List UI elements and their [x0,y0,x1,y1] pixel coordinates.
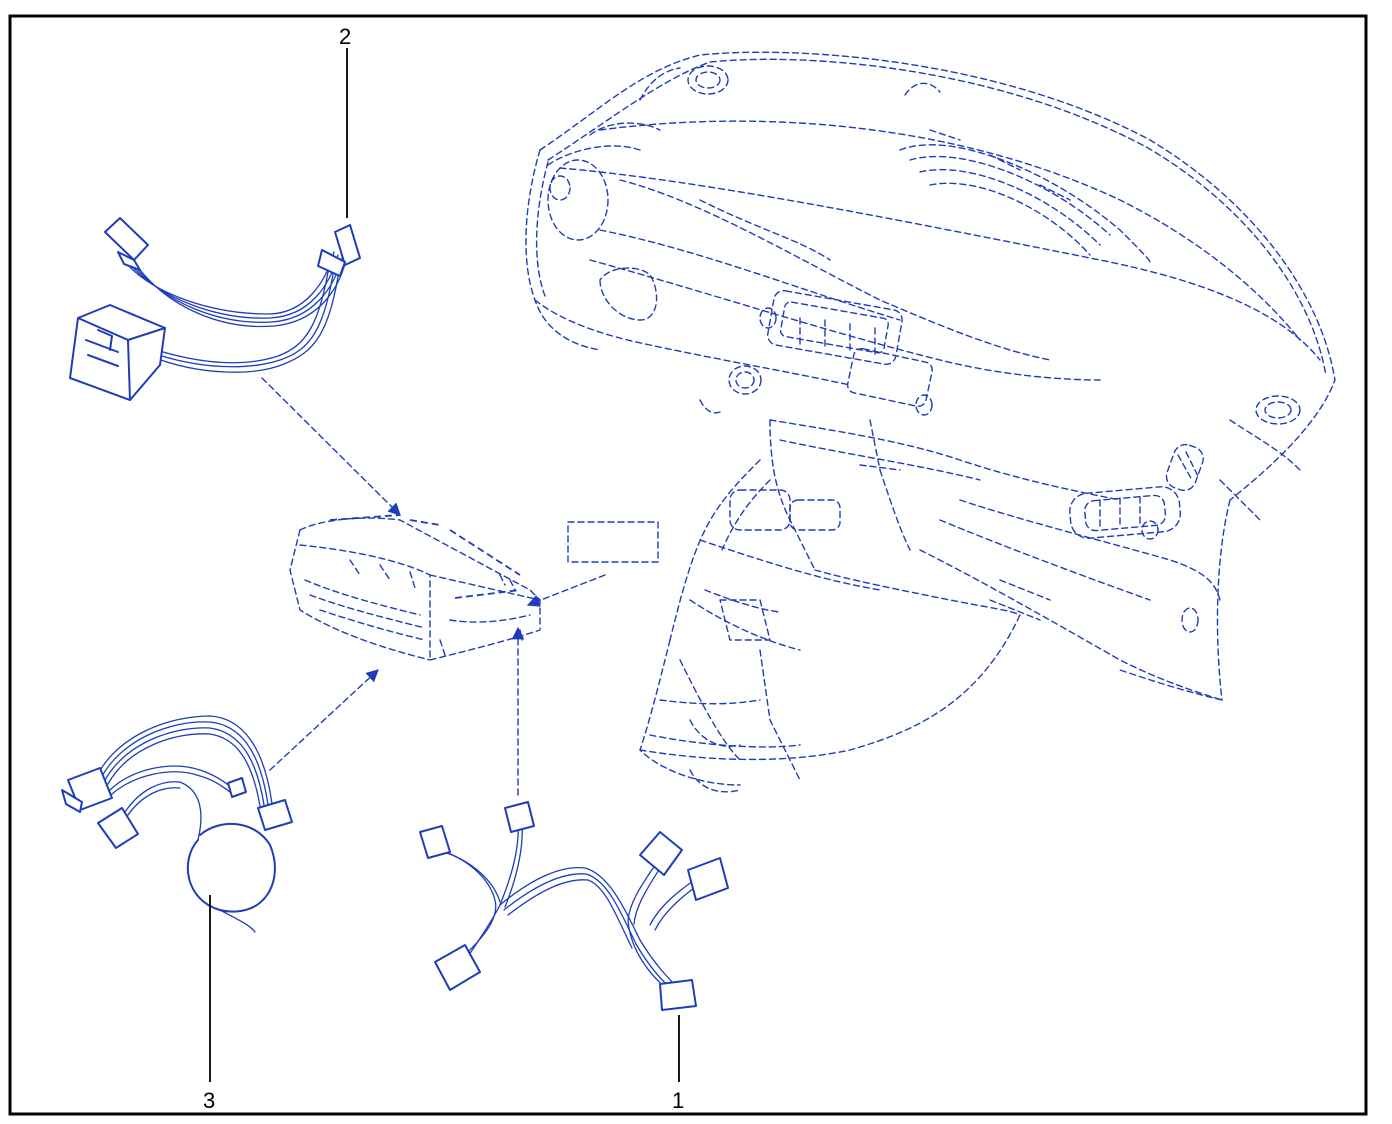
dashboard-outline [525,51,1336,793]
assembly-arrows [261,377,606,796]
part-3-wiring-harness [61,715,293,933]
callout-part-2: 2 [339,24,351,49]
callout-part-1: 1 [672,1088,684,1113]
callout-part-3: 3 [203,1088,215,1113]
arrow-part-2-to-module [261,377,401,516]
control-module-outline [289,514,541,661]
arrow-location-to-module [526,574,606,607]
part-2-wiring-harness [69,217,361,401]
mounting-location-marker [567,521,659,563]
diagram-frame [8,14,1368,1116]
arrow-part-3-to-module [269,669,379,771]
part-1-wiring-harness [419,801,729,1011]
